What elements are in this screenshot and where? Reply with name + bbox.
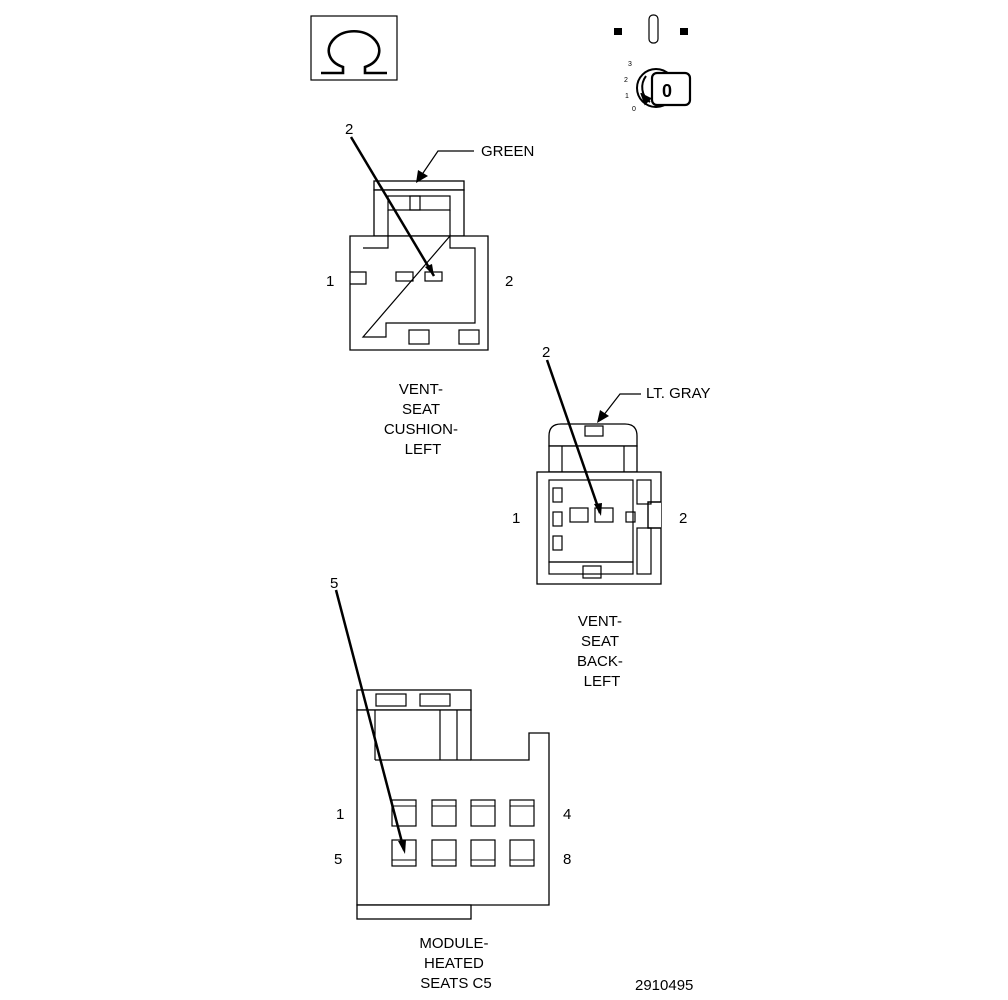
caption-line: LEFT — [584, 673, 621, 690]
pin-callout-label: 2 — [542, 344, 550, 361]
caption-line: VENT- — [399, 381, 443, 398]
cavity-row-top — [391, 799, 535, 827]
caption-line: SEATS C5 — [420, 975, 491, 992]
wire-color-label: LT. GRAY — [646, 385, 710, 402]
pin-callout-label: 2 — [345, 121, 353, 138]
caption-line: CUSHION- — [384, 421, 458, 438]
ignition-pos-3: 3 — [628, 61, 632, 68]
caption-line: HEATED — [424, 955, 484, 972]
ignition-pos-0: 0 — [632, 106, 636, 113]
caption-line: BACK- — [577, 653, 623, 670]
ignition-pos-1: 1 — [625, 93, 629, 100]
pin-label-bottom-right: 8 — [563, 851, 571, 868]
connector-caption: VENT- SEAT CUSHION- LEFT — [384, 381, 462, 458]
side-label-left: 1 — [512, 510, 520, 527]
caption-line: MODULE- — [419, 935, 488, 952]
ignition-pos-2: 2 — [624, 77, 628, 84]
cavity-row-bottom — [391, 839, 535, 867]
omega-icon — [310, 15, 398, 81]
caption-line: SEAT — [581, 633, 619, 650]
pin-label-top-right: 4 — [563, 806, 571, 823]
side-label-left: 1 — [326, 273, 334, 290]
ignition-key-icon: 3 2 1 0 0 — [614, 14, 692, 113]
pin-label-top-left: 1 — [336, 806, 344, 823]
side-label-right: 2 — [679, 510, 687, 527]
pin-callout-label: 5 — [330, 575, 338, 592]
side-label-right: 2 — [505, 273, 513, 290]
caption-line: SEAT — [402, 401, 440, 418]
connector-vent-seat-cushion-left: 2 GREEN 1 2 VENT- SEAT CUSHION- LEFT — [326, 121, 534, 458]
ignition-key-label: 0 — [662, 81, 672, 101]
connector-vent-seat-back-left: 2 LT. GRAY 1 2 VENT- SEAT BACK- LEFT — [512, 344, 710, 690]
caption-line: VENT- — [578, 613, 622, 630]
figure-number: 2910495 — [635, 977, 693, 994]
connector-module-heated-seats-c5: 5 1 4 5 8 MODULE- HEATED SEATS C5 — [330, 575, 571, 992]
connector-caption: VENT- SEAT BACK- LEFT — [577, 613, 627, 690]
connector-caption: MODULE- HEATED SEATS C5 — [419, 935, 492, 992]
wire-color-label: GREEN — [481, 143, 534, 160]
caption-line: LEFT — [405, 441, 442, 458]
pin-label-bottom-left: 5 — [334, 851, 342, 868]
